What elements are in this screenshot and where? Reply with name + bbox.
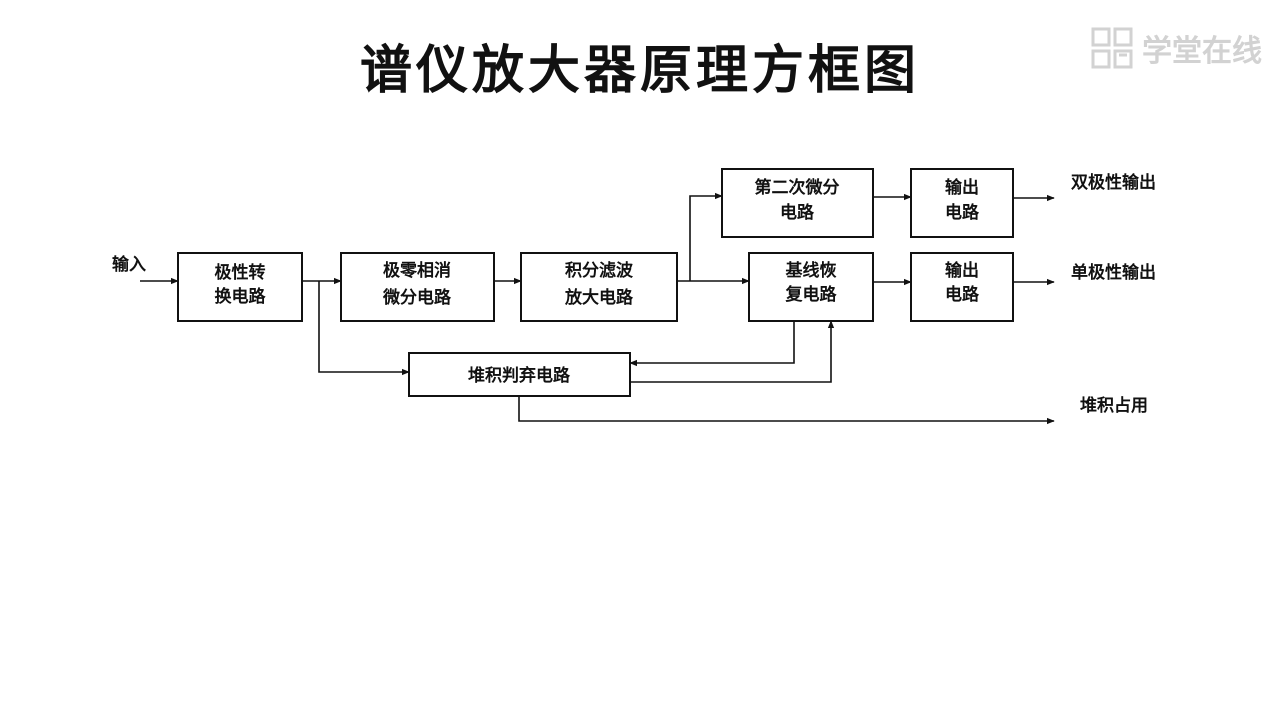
block-output-bipolar-line1: 输出 (945, 177, 979, 198)
block-integration-filter-line2: 放大电路 (564, 287, 634, 308)
block-polarity-conversion-line2: 换电路 (215, 286, 267, 307)
page-title: 谱仪放大器原理方框图 (359, 41, 920, 101)
block-output-unipolar-line1: 输出 (945, 260, 979, 281)
watermark-text: 学堂在线 (1142, 34, 1262, 69)
arrow-baseline-to-pileup (629, 321, 795, 367)
input-label: 输入 (112, 254, 146, 275)
chinese-seal-logo-icon (1091, 27, 1133, 69)
block-second-diff-line2: 电路 (780, 202, 815, 223)
block-pole-zero-diff: 极零相消 微分电路 (340, 252, 495, 322)
watermark: 学堂在线 (1090, 26, 1262, 70)
block-baseline-restore-line1: 基线恢 (785, 260, 837, 281)
output-bipolar-label: 双极性输出 (1071, 172, 1156, 193)
arrow-pileup-out (518, 396, 1055, 425)
block-output-unipolar: 输出 电路 (910, 252, 1014, 322)
block-polarity-conversion-line1: 极性转 (215, 262, 266, 283)
block-second-diff-line1: 第二次微分 (755, 177, 840, 198)
block-output-bipolar: 输出 电路 (910, 168, 1014, 238)
output-unipolar-label: 单极性输出 (1071, 262, 1156, 283)
block-second-diff: 第二次微分 电路 (721, 168, 874, 238)
arrow-integration-to-second-diff (689, 192, 723, 281)
block-pileup-reject-label: 堆积判弃电路 (468, 365, 571, 386)
block-integration-filter-line1: 积分滤波 (565, 260, 634, 281)
block-pole-zero-diff-line2: 微分电路 (382, 287, 452, 308)
block-baseline-restore-line2: 复电路 (785, 284, 838, 305)
block-polarity-conversion: 极性转 换电路 (177, 252, 303, 322)
block-output-bipolar-line2: 电路 (945, 202, 980, 223)
block-integration-filter: 积分滤波 放大电路 (520, 252, 678, 322)
block-pole-zero-diff-line1: 极零相消 (383, 260, 451, 281)
block-baseline-restore: 基线恢 复电路 (748, 252, 874, 322)
output-pileup-label: 堆积占用 (1080, 395, 1148, 416)
arrow-pileup-to-baseline (630, 320, 835, 383)
block-pileup-reject: 堆积判弃电路 (408, 352, 631, 397)
arrow-polarity-to-pileup (318, 281, 410, 376)
block-output-unipolar-line2: 电路 (945, 284, 980, 305)
